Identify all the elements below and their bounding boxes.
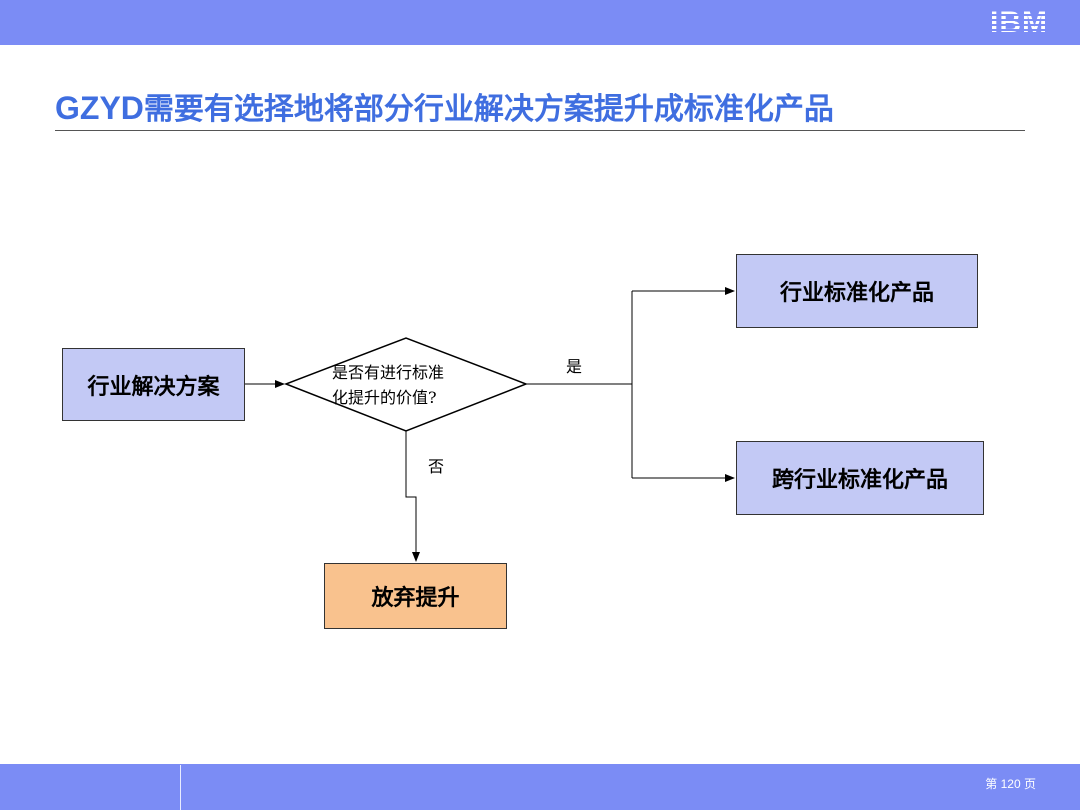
footer-divider: [180, 765, 181, 810]
title-prefix: GZYD: [55, 90, 144, 126]
no-connector: [405, 431, 420, 562]
page-number: 第 120 页: [985, 777, 1036, 791]
cross-industry-product-box: 跨行业标准化产品: [736, 441, 984, 515]
top-bar: IBM: [0, 0, 1080, 45]
industry-product-box: 行业标准化产品: [736, 254, 978, 328]
yes-label: 是: [566, 357, 583, 376]
bottom-bar: [0, 764, 1080, 810]
abandon-box: 放弃提升: [324, 563, 507, 629]
ibm-logo: IBM: [990, 6, 1048, 39]
industry-product-label: 行业标准化产品: [779, 280, 934, 306]
decision-text: 是否有进行标准 化提升的价值?: [332, 360, 492, 410]
decision-line-1: 是否有进行标准: [332, 363, 445, 382]
decision-line-2: 化提升的价值?: [332, 388, 437, 407]
title-text: 需要有选择地将部分行业解决方案提升成标准化产品: [143, 92, 834, 127]
page-title: GZYD需要有选择地将部分行业解决方案提升成标准化产品: [55, 86, 1025, 131]
cross-industry-product-label: 跨行业标准化产品: [771, 467, 948, 493]
start-box-label: 行业解决方案: [87, 373, 220, 400]
no-label: 否: [428, 457, 445, 476]
start-box: 行业解决方案: [62, 348, 245, 421]
abandon-label: 放弃提升: [371, 585, 460, 611]
